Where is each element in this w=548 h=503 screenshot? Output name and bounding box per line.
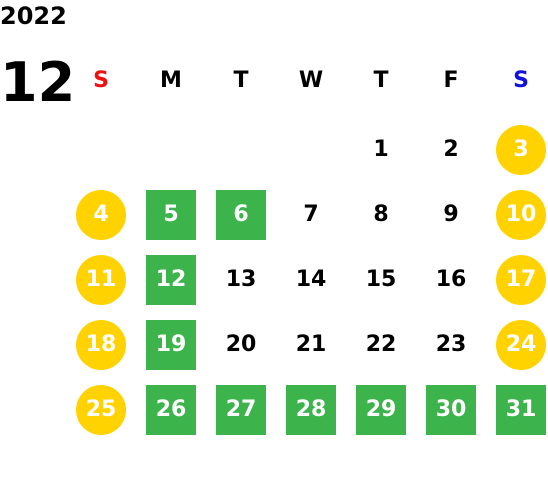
calendar-day[interactable]: 18: [76, 320, 126, 370]
weekday-label: T: [233, 68, 249, 93]
calendar-day[interactable]: 26: [146, 385, 196, 435]
calendar-day[interactable]: 23: [435, 332, 467, 357]
weekday-label: S: [93, 68, 109, 93]
calendar-day[interactable]: 3: [496, 125, 546, 175]
calendar-day[interactable]: 16: [435, 267, 467, 292]
calendar-day[interactable]: 8: [373, 202, 389, 227]
weekday-label: M: [160, 68, 182, 93]
calendar-day[interactable]: 5: [146, 190, 196, 240]
calendar-month: 12: [0, 51, 76, 114]
calendar-day[interactable]: 2: [443, 137, 459, 162]
calendar-day[interactable]: 13: [225, 267, 257, 292]
calendar-day[interactable]: 24: [496, 320, 546, 370]
calendar-day[interactable]: 29: [356, 385, 406, 435]
calendar-day[interactable]: 6: [216, 190, 266, 240]
weekday-label: F: [443, 68, 459, 93]
calendar-year: 2022: [0, 2, 67, 30]
calendar-day[interactable]: 11: [76, 255, 126, 305]
calendar-day[interactable]: 19: [146, 320, 196, 370]
calendar-day[interactable]: 17: [496, 255, 546, 305]
calendar-day[interactable]: 1: [373, 137, 389, 162]
calendar-day[interactable]: 10: [496, 190, 546, 240]
calendar-day[interactable]: 20: [225, 332, 257, 357]
weekday-label: T: [373, 68, 389, 93]
calendar-day[interactable]: 9: [443, 202, 459, 227]
calendar-day[interactable]: 15: [365, 267, 397, 292]
calendar-day[interactable]: 25: [76, 385, 126, 435]
calendar-day[interactable]: 12: [146, 255, 196, 305]
calendar-day[interactable]: 30: [426, 385, 476, 435]
calendar-day[interactable]: 7: [303, 202, 319, 227]
weekday-label: W: [298, 68, 324, 93]
calendar-day[interactable]: 28: [286, 385, 336, 435]
calendar-day[interactable]: 21: [295, 332, 327, 357]
calendar-day[interactable]: 27: [216, 385, 266, 435]
calendar-day[interactable]: 4: [76, 190, 126, 240]
calendar-day[interactable]: 31: [496, 385, 546, 435]
calendar-day[interactable]: 14: [295, 267, 327, 292]
calendar-day[interactable]: 22: [365, 332, 397, 357]
weekday-label: S: [513, 68, 529, 93]
